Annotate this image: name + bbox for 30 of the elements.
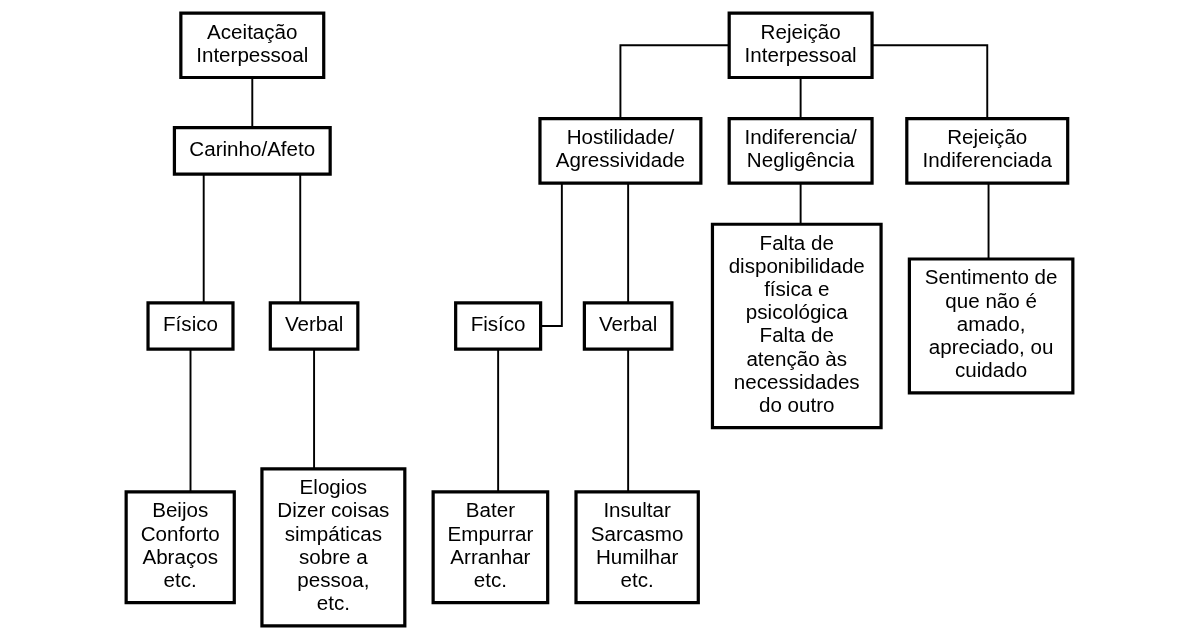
connector xyxy=(870,44,988,120)
node-box: Falta de disponibilidade física e psicológica Falta de atenção às necessidades do outro xyxy=(710,222,883,430)
connector xyxy=(799,76,802,120)
node-box: Hostilidade/ Agressividade xyxy=(537,117,702,185)
node-box: Rejeição Interpessoal xyxy=(727,11,874,80)
connector xyxy=(250,76,253,129)
node-box: Rejeição Indiferenciada xyxy=(904,117,1069,185)
connector xyxy=(626,348,629,493)
node-box: Insultar Sarcasmo Humilhar etc. xyxy=(573,490,700,605)
node-box: Beijos Conforto Abraços etc. xyxy=(124,490,236,605)
connector xyxy=(987,182,989,260)
connector xyxy=(799,182,802,226)
node-box: Carinho/Afeto xyxy=(172,126,332,176)
connector xyxy=(312,348,315,470)
connector xyxy=(626,182,629,304)
connector xyxy=(539,182,563,327)
node-box: Bater Empurrar Arranhar etc. xyxy=(431,490,549,605)
node-box: Verbal xyxy=(268,301,359,351)
node-box: Verbal xyxy=(582,301,673,351)
node-box: Elogios Dizer coisas simpáticas sobre a pessoa, etc. xyxy=(259,467,406,628)
connector xyxy=(189,348,191,493)
connector xyxy=(202,173,205,304)
node-box: Sentimento de que não é amado, apreciado, ou cuidado xyxy=(907,257,1074,395)
connector xyxy=(298,173,301,304)
connector xyxy=(618,44,730,120)
node-box: Aceitação Interpessoal xyxy=(178,11,325,80)
node-box: Físico xyxy=(145,301,235,351)
node-box: Fisíco xyxy=(453,301,542,351)
connector xyxy=(496,348,499,493)
node-box: Indiferencia/ Negligência xyxy=(727,117,874,185)
